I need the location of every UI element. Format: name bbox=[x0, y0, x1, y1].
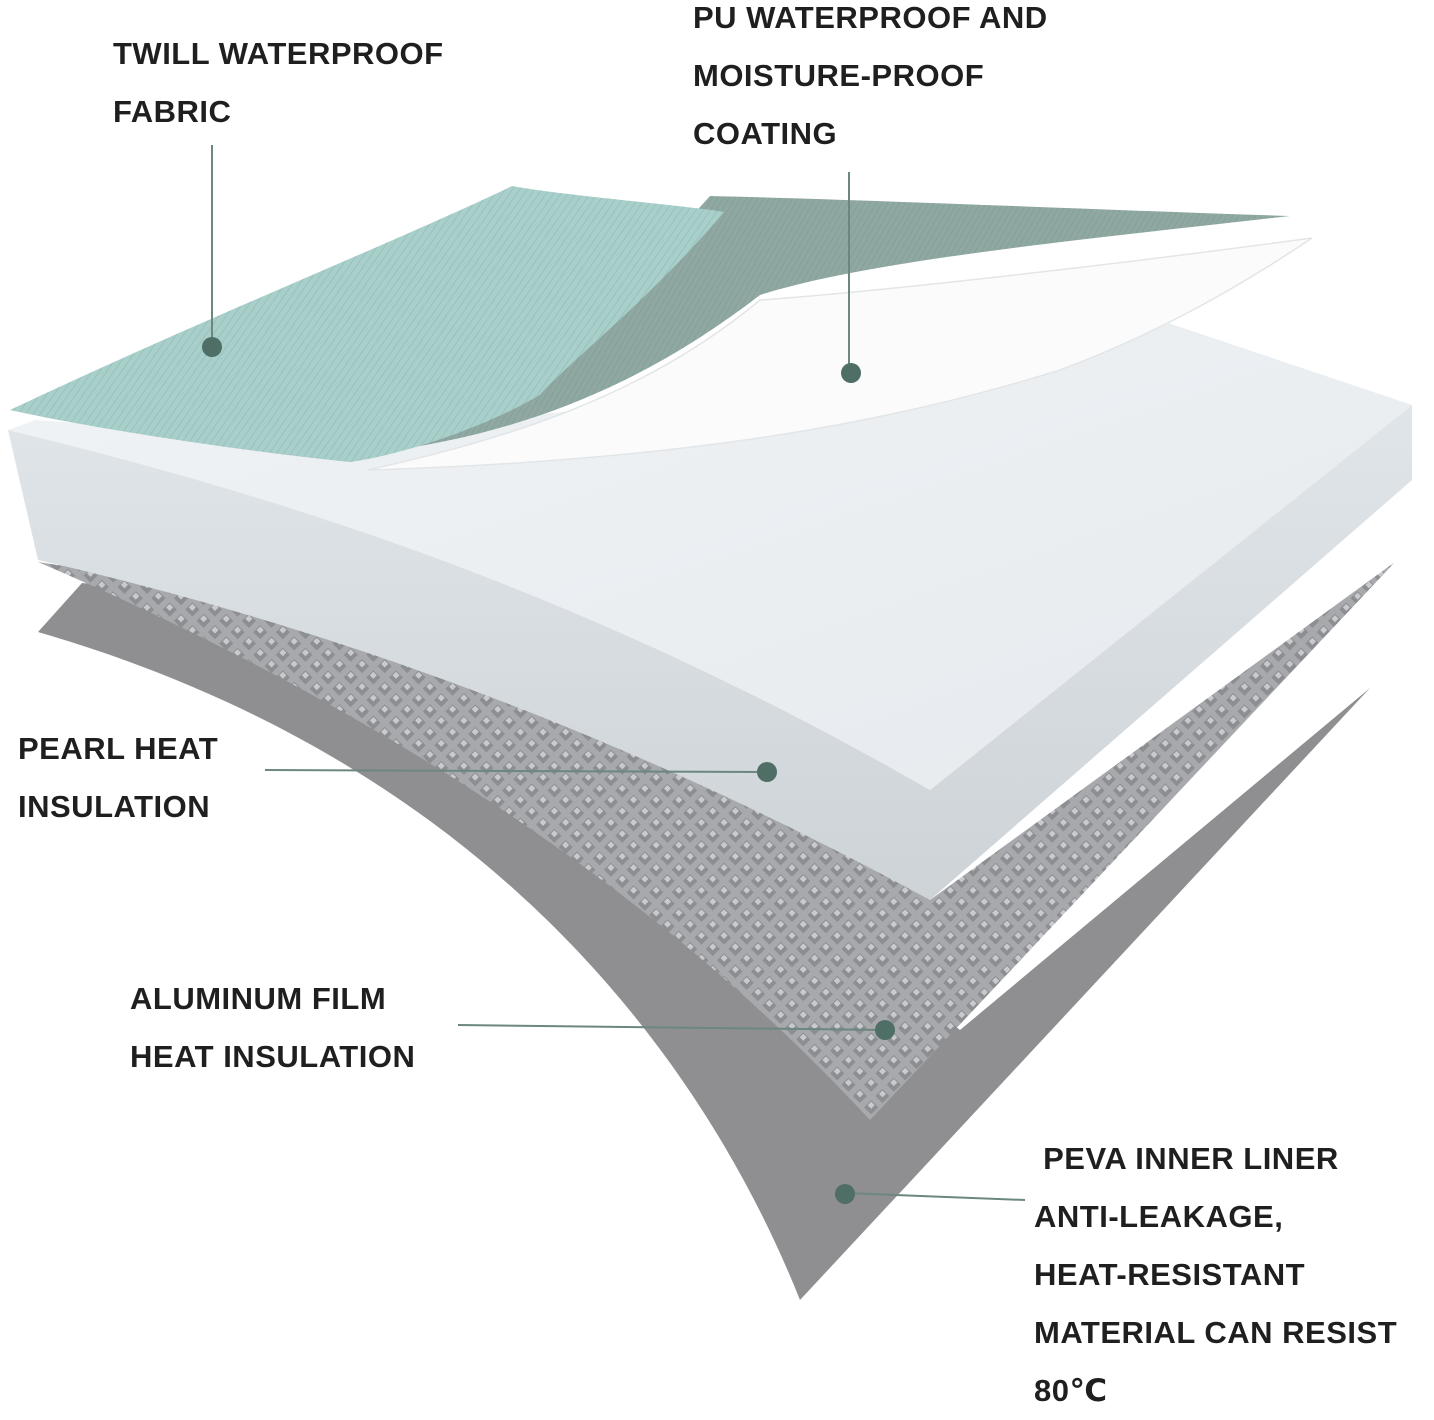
twill-fabric-label-line: FABRIC bbox=[113, 94, 232, 129]
pu-coating-label: PU WATERPROOF AND MOISTURE-PROOF COATING bbox=[693, 0, 1048, 163]
pu-coating-label-line: PU WATERPROOF AND bbox=[693, 0, 1048, 35]
aluminum-film-label: ALUMINUM FILM HEAT INSULATION bbox=[130, 970, 415, 1086]
aluminum-marker-dot bbox=[875, 1020, 895, 1040]
aluminum-film-layer bbox=[38, 562, 1395, 1120]
peva-liner-label-line: HEAT-RESISTANT bbox=[1034, 1257, 1306, 1292]
pearl-insulation-label-line: PEARL HEAT bbox=[18, 731, 219, 766]
pu-coating-label-line: MOISTURE-PROOF bbox=[693, 58, 985, 93]
pearl-insulation-side bbox=[8, 405, 1412, 900]
peva-marker-dot bbox=[835, 1184, 855, 1204]
aluminum-leader-line bbox=[457, 1024, 886, 1031]
pu-coating-label-line: COATING bbox=[693, 116, 838, 151]
peva-liner-label-line: MATERIAL CAN RESIST bbox=[1034, 1315, 1398, 1350]
aluminum-film-label-line: ALUMINUM FILM bbox=[130, 981, 387, 1016]
twill-marker-dot bbox=[202, 337, 222, 357]
peva-liner-label: PEVA INNER LINER ANTI-LEAKAGE, HEAT-RESI… bbox=[1034, 1130, 1397, 1420]
aluminum-film-label-line: HEAT INSULATION bbox=[130, 1039, 416, 1074]
peva-liner-label-line: PEVA INNER LINER bbox=[1034, 1141, 1339, 1176]
pu-marker-dot bbox=[841, 363, 861, 383]
twill-fabric-label-line: TWILL WATERPROOF bbox=[113, 36, 444, 71]
pearl-leader-line bbox=[264, 769, 768, 773]
pearl-insulation-label: PEARL HEAT INSULATION bbox=[18, 720, 218, 836]
peva-liner-label-line: 80℃ bbox=[1034, 1373, 1108, 1408]
pearl-insulation-label-line: INSULATION bbox=[18, 789, 211, 824]
pearl-marker-dot bbox=[757, 762, 777, 782]
peva-liner-label-line: ANTI-LEAKAGE, bbox=[1034, 1199, 1284, 1234]
peva-leader-line bbox=[844, 1192, 1026, 1201]
pu-coating-layer bbox=[350, 196, 1290, 455]
twill-fabric-layer bbox=[10, 186, 724, 462]
twill-fabric-label: TWILL WATERPROOF FABRIC bbox=[113, 25, 444, 141]
pearl-insulation-top bbox=[8, 300, 1412, 790]
white-lining-sheet bbox=[367, 237, 1313, 471]
